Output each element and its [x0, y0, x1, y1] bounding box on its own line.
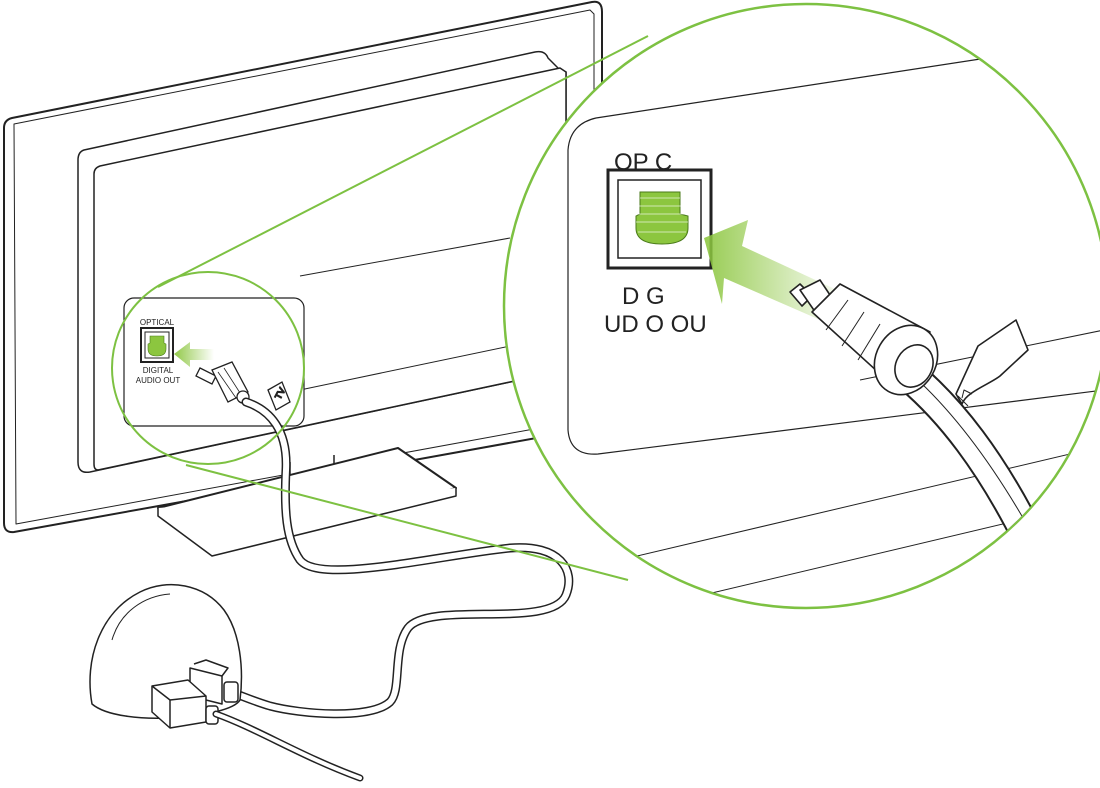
- cable-plug-large: [789, 279, 1046, 548]
- optical-cable: [225, 397, 574, 719]
- port-panel-large: OP C D G UD O OU: [604, 149, 713, 338]
- digital-label-large: D G: [622, 283, 665, 310]
- audio-out-label-large: UD O OU: [604, 311, 707, 338]
- cable-tag-large: [955, 319, 1029, 405]
- power-cable: [212, 710, 364, 782]
- magnified-view: OP C D G UD O OU: [502, 2, 1100, 610]
- optical-port-icon: [147, 335, 167, 357]
- optical-port-icon-large: [635, 191, 689, 245]
- port-panel-small: OPTICAL DIGITAL AUDIO OUT: [123, 297, 305, 427]
- callout: [111, 35, 649, 581]
- callout-small-circle: [111, 271, 305, 465]
- cable-tag-small: [267, 381, 291, 411]
- insert-arrow-icon: [174, 342, 214, 367]
- audio-out-label-small: AUDIO OUT: [136, 376, 181, 385]
- optical-label-small: OPTICAL: [140, 318, 175, 327]
- speaker: [89, 583, 243, 729]
- digital-label-small: DIGITAL: [143, 366, 174, 375]
